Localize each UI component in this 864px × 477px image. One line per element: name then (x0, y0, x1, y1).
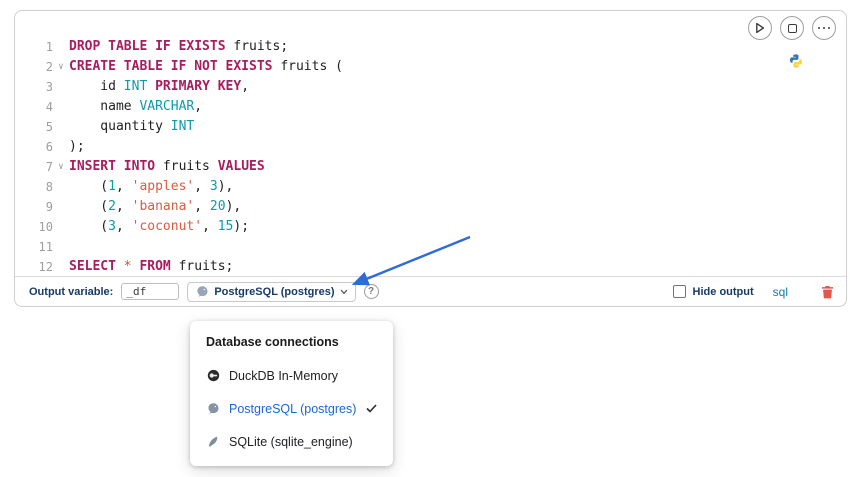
code-line: 6); (15, 137, 846, 157)
code-line: 4 name VARCHAR, (15, 97, 846, 117)
code-line: 9 (2, 'banana', 20), (15, 197, 846, 217)
code-line: 3 id INT PRIMARY KEY, (15, 77, 846, 97)
sqlite-icon (206, 435, 220, 448)
code-line: 5 quantity INT (15, 117, 846, 137)
menu-title: Database connections (206, 335, 339, 349)
line-number: 8 (45, 180, 53, 194)
postgres-icon (195, 285, 209, 298)
fold-spacer (53, 197, 69, 217)
connection-dropdown[interactable]: PostgreSQL (postgres) (187, 281, 356, 302)
sql-editor[interactable]: 1 DROP TABLE IF EXISTS fruits; 2 ∨ CREATE TA… (15, 37, 846, 277)
fold-spacer (53, 117, 69, 137)
fold-spacer (53, 37, 69, 57)
trash-icon (821, 285, 834, 298)
code-line: 8 (1, 'apples', 3), (15, 177, 846, 197)
code-text: DROP TABLE IF EXISTS fruits; (69, 39, 289, 54)
database-connections-menu: Database connections DuckDB In-Memory Po… (190, 321, 393, 466)
output-variable-input[interactable] (121, 283, 180, 300)
line-number: 7 (45, 160, 53, 174)
code-text: (2, 'banana', 20), (69, 199, 242, 214)
language-label[interactable]: sql (772, 284, 788, 299)
fold-chevron-icon[interactable]: ∨ (58, 62, 64, 72)
fold-spacer (53, 177, 69, 197)
menu-item-label: SQLite (sqlite_engine) (229, 434, 353, 449)
hide-output-checkbox[interactable] (672, 285, 686, 298)
menu-item-postgres[interactable]: PostgreSQL (postgres) (206, 392, 377, 425)
fold-spacer (53, 257, 69, 277)
fold-spacer (53, 137, 69, 157)
fold-spacer (53, 97, 69, 117)
fold-chevron-icon[interactable]: ∨ (58, 162, 64, 172)
menu-item-duckdb[interactable]: DuckDB In-Memory (206, 359, 377, 392)
line-number: 3 (45, 80, 53, 94)
line-number: 4 (45, 100, 53, 114)
cell-actions (748, 16, 836, 40)
code-line: 1 DROP TABLE IF EXISTS fruits; (15, 37, 846, 57)
check-icon (366, 404, 377, 413)
code-lines: 1 DROP TABLE IF EXISTS fruits; 2 ∨ CREATE TA… (15, 37, 846, 277)
interrupt-button[interactable] (780, 16, 804, 40)
code-text: SELECT * FROM fruits; (69, 259, 234, 274)
python-icon (788, 53, 804, 69)
cell-toolbar: Output variable: PostgreSQL (postgres) ?… (15, 276, 846, 306)
code-line: 7 ∨ INSERT INTO fruits VALUES (15, 157, 846, 177)
run-cell-button[interactable] (748, 16, 772, 40)
ellipsis-icon (817, 26, 831, 30)
fold-spacer (53, 217, 69, 237)
duckdb-icon (206, 369, 220, 382)
line-number: 12 (38, 260, 53, 274)
menu-item-label: DuckDB In-Memory (229, 368, 339, 383)
line-number: 10 (38, 220, 53, 234)
code-line: 12 SELECT * FROM fruits; (15, 257, 846, 277)
postgres-icon (206, 402, 220, 415)
code-text: INSERT INTO fruits VALUES (69, 159, 265, 174)
stop-icon (787, 23, 797, 33)
line-number: 2 (45, 60, 53, 74)
connection-label: PostgreSQL (postgres) (214, 285, 335, 298)
output-variable-label: Output variable: (29, 285, 114, 298)
play-icon (756, 22, 765, 34)
toolbar-right-group: Hide output sql (672, 284, 834, 299)
more-actions-button[interactable] (812, 16, 836, 40)
fold-spacer (53, 237, 69, 257)
line-number: 11 (38, 240, 53, 254)
menu-item-sqlite[interactable]: SQLite (sqlite_engine) (206, 425, 377, 458)
notebook-sql-cell: 1 DROP TABLE IF EXISTS fruits; 2 ∨ CREATE TA… (14, 10, 847, 307)
line-number: 9 (45, 200, 53, 214)
help-icon[interactable]: ? (363, 284, 379, 299)
code-text: name VARCHAR, (69, 99, 203, 114)
code-text: (1, 'apples', 3), (69, 179, 234, 194)
code-text: ); (69, 139, 85, 154)
hide-output-label: Hide output (692, 285, 754, 298)
line-number: 1 (45, 40, 53, 54)
fold-spacer (53, 77, 69, 97)
chevron-down-icon (340, 289, 348, 295)
code-line: 10 (3, 'coconut', 15); (15, 217, 846, 237)
code-text: CREATE TABLE IF NOT EXISTS fruits ( (69, 59, 343, 74)
code-text: id INT PRIMARY KEY, (69, 79, 250, 94)
line-number: 5 (45, 120, 53, 134)
delete-cell-button[interactable] (821, 285, 834, 299)
code-text: quantity INT (69, 119, 195, 134)
menu-item-label: PostgreSQL (postgres) (229, 401, 357, 416)
code-line: 11 (15, 237, 846, 257)
code-line: 2 ∨ CREATE TABLE IF NOT EXISTS fruits ( (15, 57, 846, 77)
line-number: 6 (45, 140, 53, 154)
code-text: (3, 'coconut', 15); (69, 219, 250, 234)
